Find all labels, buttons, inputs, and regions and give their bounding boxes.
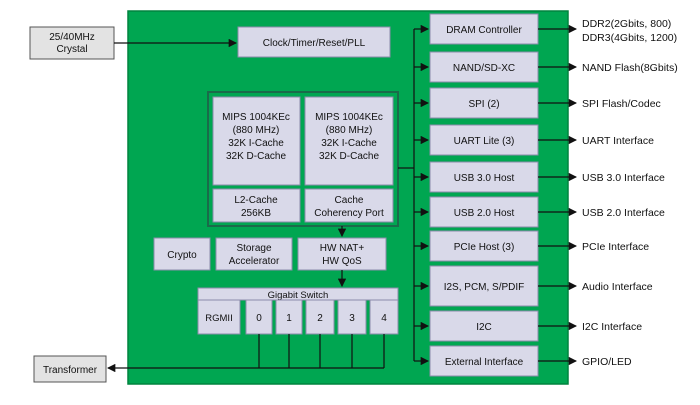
iface-usb3: USB 3.0 Interface [582, 172, 665, 184]
iface-gpio-led: GPIO/LED [582, 356, 632, 368]
switch-port-rgmii [197, 299, 241, 335]
peripheral-label-dram: DRAM Controller [446, 25, 522, 36]
cpu-core-2: MIPS 1004KEc (880 MHz) 32K I-Cache 32K D… [304, 96, 394, 186]
gigabit-switch: Gigabit Switch RGMII 0 1 2 3 4 [197, 287, 399, 335]
iface-usb2: USB 2.0 Interface [582, 207, 665, 219]
cpu-core-1: MIPS 1004KEc (880 MHz) 32K I-Cache 32K D… [212, 96, 301, 186]
crypto-label: Crypto [167, 250, 197, 261]
iface-pcie: PCIe Interface [582, 241, 649, 253]
transformer-label: Transformer [43, 365, 98, 376]
peripheral-pcie-host: PCIe Host (3) [429, 230, 539, 262]
cpu1-line2: (880 MHz) [233, 125, 280, 136]
peripheral-label-i2c: I2C [476, 322, 492, 333]
switch-port-4 [369, 299, 399, 335]
crypto-block: Crypto [153, 237, 211, 271]
peripheral-uart-lite: UART Lite (3) [429, 124, 539, 156]
switch-port-3 [337, 299, 367, 335]
peripheral-label-external: External Interface [445, 357, 524, 368]
coherency-port-block: Cache Coherency Port [304, 188, 394, 223]
cpu2-line1: MIPS 1004KEc [315, 112, 383, 123]
l2-cache-block: L2-Cache 256KB [212, 188, 301, 223]
iface-ddr2: DDR2(2Gbits, 800) [582, 18, 671, 30]
peripheral-label-spi: SPI (2) [468, 99, 499, 110]
l2-line2: 256KB [241, 208, 271, 219]
iface-nand-flash: NAND Flash(8Gbits) [582, 62, 678, 74]
peripheral-label-pcie: PCIe Host (3) [454, 242, 515, 253]
port-label-2: 2 [317, 313, 323, 324]
clock-label: Clock/Timer/Reset/PLL [263, 38, 366, 49]
cpu2-line4: 32K D-Cache [319, 151, 379, 162]
transformer-block: Transformer [33, 355, 107, 383]
peripheral-external-interface: External Interface [429, 345, 539, 377]
l2-line1: L2-Cache [234, 195, 278, 206]
cpu1-line1: MIPS 1004KEc [222, 112, 290, 123]
port-label-1: 1 [286, 313, 292, 324]
iface-uart: UART Interface [582, 135, 654, 147]
switch-port-2 [305, 299, 335, 335]
storage-line2: Accelerator [229, 256, 280, 267]
cpu1-line4: 32K D-Cache [226, 151, 286, 162]
port-label-0: 0 [256, 313, 262, 324]
crystal-label-line1: 25/40MHz [49, 32, 95, 43]
connection-lines [106, 24, 578, 373]
switch-port-0 [245, 299, 273, 335]
iface-i2c: I2C Interface [582, 321, 642, 333]
peripheral-label-usb2: USB 2.0 Host [454, 208, 515, 219]
iface-spi-flash: SPI Flash/Codec [582, 98, 661, 110]
coherency-line2: Coherency Port [314, 208, 384, 219]
peripheral-label-uart: UART Lite (3) [454, 136, 515, 147]
peripheral-label-usb3: USB 3.0 Host [454, 173, 515, 184]
cpu-cluster-frame [207, 91, 399, 227]
storage-line1: Storage [236, 243, 271, 254]
coherency-line1: Cache [335, 195, 364, 206]
peripheral-dram-controller: DRAM Controller [429, 13, 539, 45]
cpu2-line2: (880 MHz) [326, 125, 373, 136]
port-label-rgmii: RGMII [205, 313, 232, 324]
peripheral-usb2-host: USB 2.0 Host [429, 196, 539, 228]
peripheral-i2s-pcm-spdif: I2S, PCM, S/PDIF [429, 265, 539, 307]
hwnat-line1: HW NAT+ [320, 243, 365, 254]
peripheral-i2c: I2C [429, 310, 539, 342]
iface-ddr3: DDR3(4Gbits, 1200) [582, 32, 677, 44]
peripheral-label-nand: NAND/SD-XC [453, 63, 515, 74]
port-label-3: 3 [349, 313, 355, 324]
switch-title: Gigabit Switch [268, 290, 329, 301]
crystal-label-line2: Crystal [56, 44, 87, 55]
clock-block: Clock/Timer/Reset/PLL [237, 26, 391, 58]
crystal-block: 25/40MHz Crystal [29, 26, 115, 60]
peripheral-spi: SPI (2) [429, 87, 539, 119]
hw-nat-qos-block: HW NAT+ HW QoS [297, 237, 387, 271]
peripheral-usb3-host: USB 3.0 Host [429, 161, 539, 193]
cpu1-line3: 32K I-Cache [228, 138, 284, 149]
port-label-4: 4 [381, 313, 387, 324]
storage-accelerator-block: Storage Accelerator [215, 237, 293, 271]
hwnat-line2: HW QoS [322, 256, 362, 267]
peripheral-nand-sdxc: NAND/SD-XC [429, 51, 539, 83]
switch-port-1 [275, 299, 303, 335]
iface-audio: Audio Interface [582, 281, 653, 293]
cpu2-line3: 32K I-Cache [321, 138, 377, 149]
peripheral-label-i2s: I2S, PCM, S/PDIF [444, 282, 525, 293]
